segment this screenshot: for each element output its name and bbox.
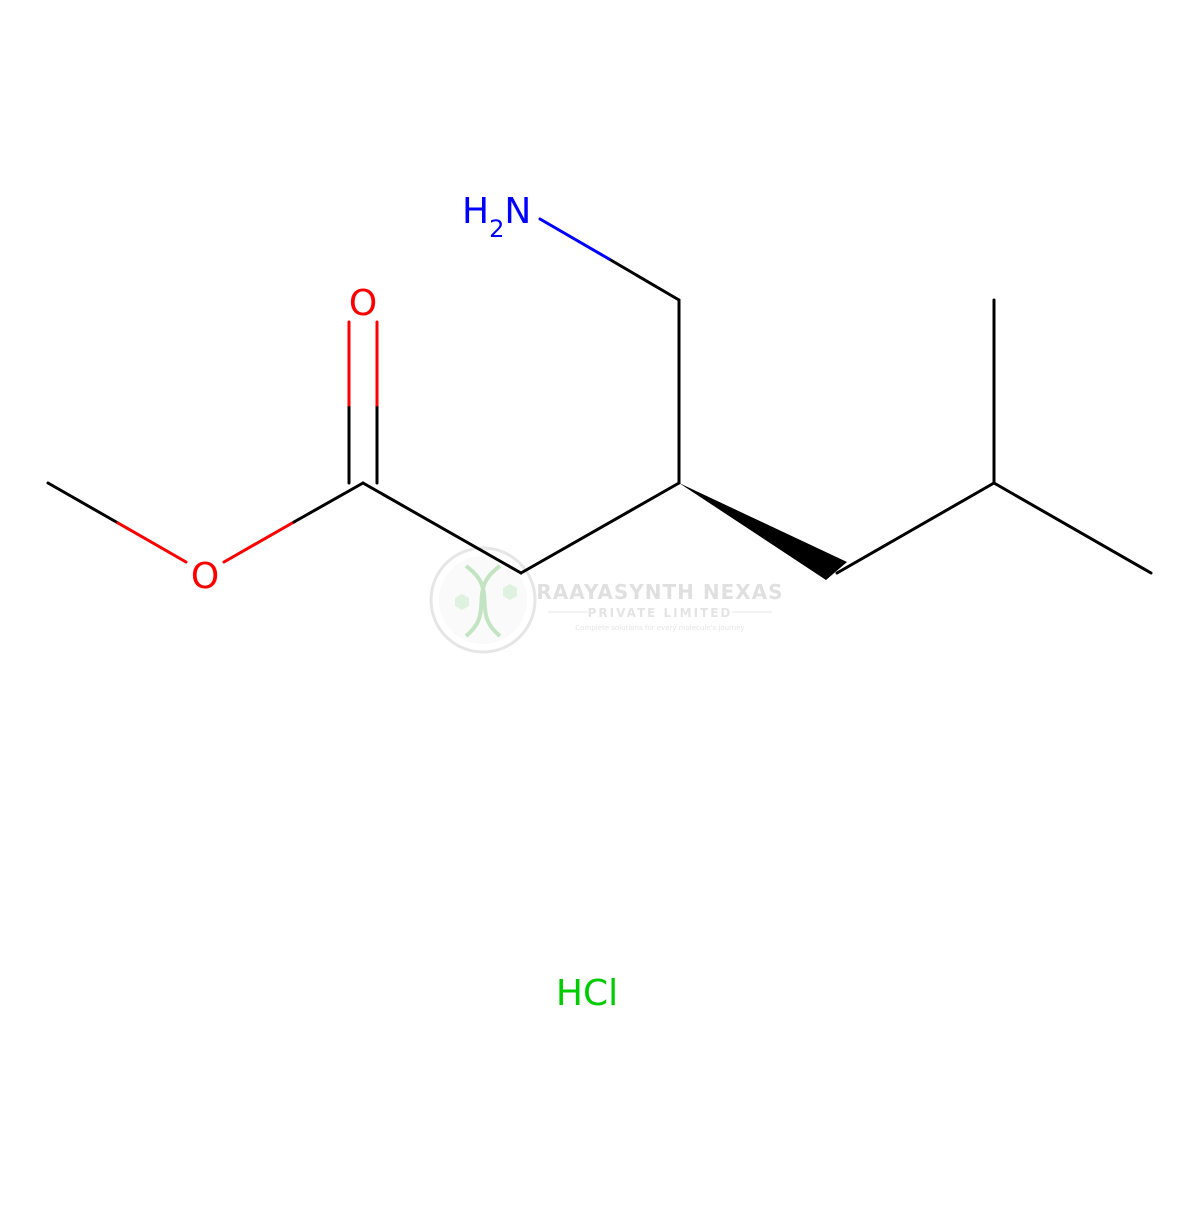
atom-labels: O O H2N HCl	[191, 191, 618, 1014]
amine-label: H2N	[462, 191, 531, 243]
bond-isobutyl-ch2-ch	[835, 481, 996, 575]
watermark-logo-inner	[439, 556, 527, 644]
amine-hydrogen: H	[462, 191, 489, 232]
bond-methyl-oxygen-dark	[46, 481, 120, 525]
amine-nitrogen: N	[504, 191, 531, 232]
bond-methyl-oxygen-red	[116, 521, 188, 564]
carbonyl-oxygen-label: O	[349, 283, 377, 324]
hcl-counterion-label: HCl	[556, 973, 618, 1014]
ester-oxygen-label: O	[191, 556, 219, 597]
watermark-hex-icon-2	[503, 584, 517, 600]
watermark-tagline: Complete solutions for every molecule's …	[575, 624, 744, 632]
watermark-company: RAAYASYNTH NEXAS	[536, 580, 783, 604]
bond-aminomethyl-nitrogen-dark	[607, 257, 681, 302]
bond-ch-methyl-right	[992, 481, 1153, 575]
bond-oxygen-carbonyl-dark	[292, 481, 365, 524]
bonds	[46, 217, 1153, 575]
watermark-subtitle: PRIVATE LIMITED	[588, 606, 733, 620]
watermark-hex-icon	[455, 594, 469, 610]
watermark: RAAYASYNTH NEXAS PRIVATE LIMITED Complet…	[429, 546, 783, 654]
bond-aminomethyl-nitrogen-blue	[538, 217, 611, 261]
bond-oxygen-carbonyl-red	[222, 520, 296, 564]
amine-hydrogen-count: 2	[489, 215, 504, 243]
wedge-bond-stereocenter-isobutyl	[679, 483, 847, 580]
watermark-dna-icon	[464, 564, 502, 638]
bond-carbonyl-ch2	[361, 481, 523, 575]
watermark-logo-ring	[429, 546, 537, 654]
bond-ch2-stereocenter	[519, 481, 681, 575]
